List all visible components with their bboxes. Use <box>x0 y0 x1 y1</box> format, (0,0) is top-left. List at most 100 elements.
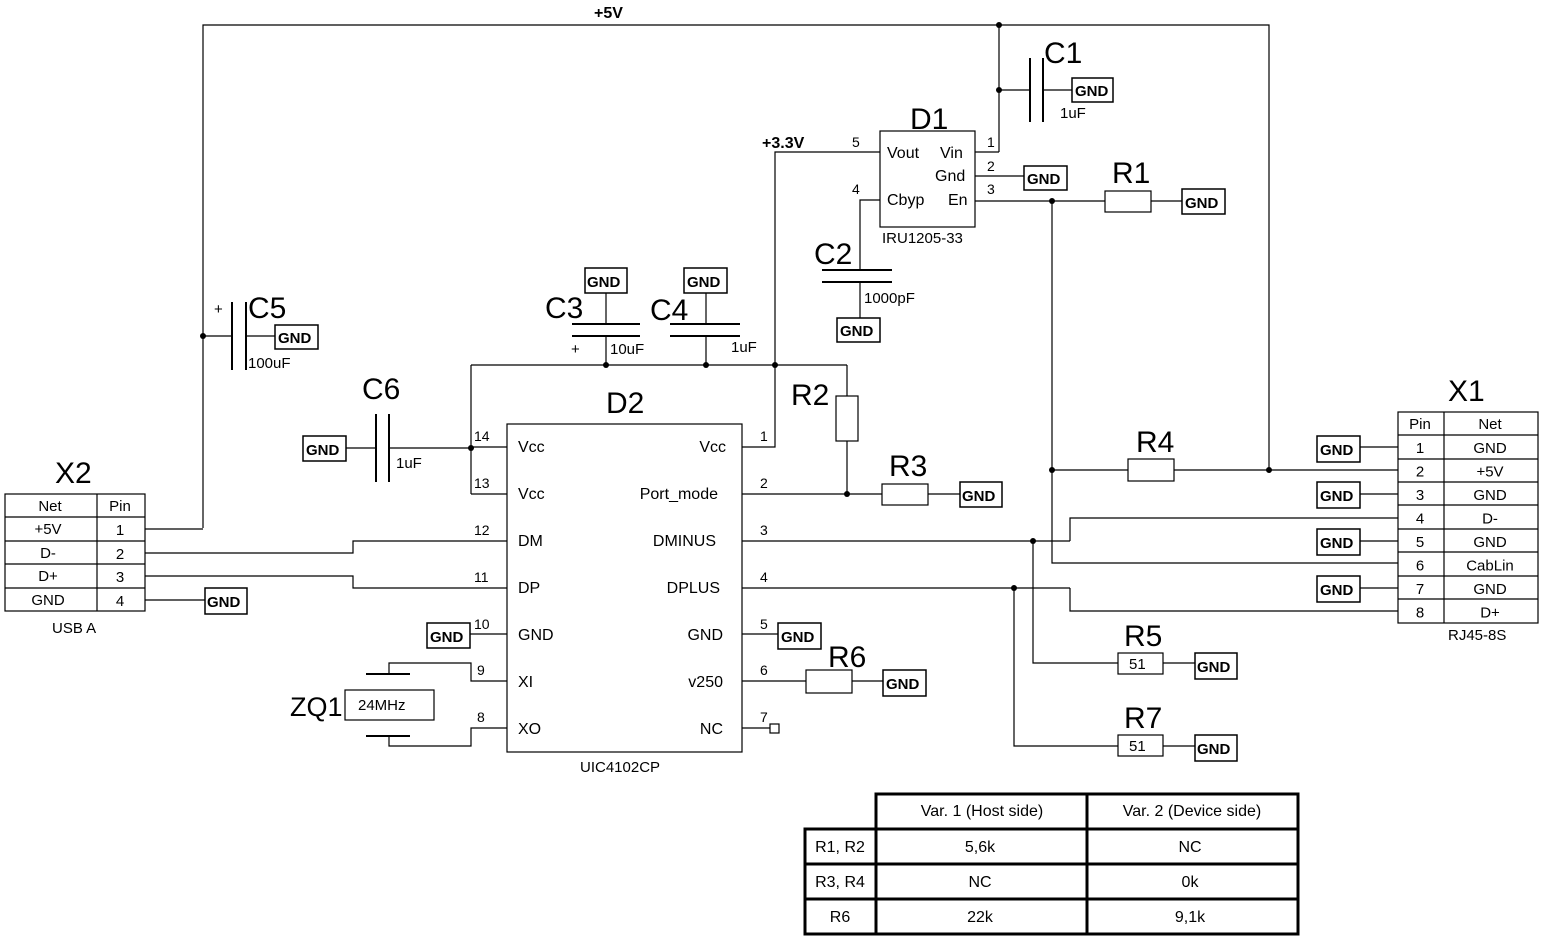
d2-pin7-name: NC <box>700 721 723 738</box>
d2-pin11-num: 11 <box>474 569 489 585</box>
svg-text:GND: GND <box>962 488 996 505</box>
svg-text:GND: GND <box>1027 171 1061 188</box>
x1-row-pin: 6 <box>1416 558 1424 575</box>
gnd-r7: GND <box>1194 734 1238 762</box>
d2-pin10-name: GND <box>518 627 554 644</box>
x1-row-net: GND <box>1473 487 1507 504</box>
d1-pin-en: En <box>948 192 968 209</box>
gnd-c6: GND <box>302 435 347 462</box>
c3-value: 10uF <box>610 341 644 358</box>
x2-header-pin: Pin <box>109 498 131 515</box>
x2-part: USB A <box>52 620 96 637</box>
svg-text:GND: GND <box>207 594 241 611</box>
svg-text:GND: GND <box>687 274 721 291</box>
svg-text:GND: GND <box>1320 488 1354 505</box>
d1-pin3-num: 3 <box>987 181 995 197</box>
variant-row-var2: 9,1k <box>1175 909 1206 926</box>
x1-row-net: GND <box>1473 534 1507 551</box>
svg-text:GND: GND <box>587 274 621 291</box>
d1-ref: D1 <box>910 103 948 136</box>
c6-value: 1uF <box>396 455 422 472</box>
capacitor-c1: C1 1uF <box>1029 37 1086 122</box>
d2-pin11-name: DP <box>518 580 540 597</box>
d2-pin4-name: DPLUS <box>667 580 720 597</box>
svg-text:GND: GND <box>1075 83 1109 100</box>
d2-pin1-name: Vcc <box>699 439 726 456</box>
d2-pin6-name: v250 <box>688 674 723 691</box>
gnd-x1-pin7: GND <box>1316 575 1361 603</box>
d2-pin7-num: 7 <box>760 709 768 725</box>
gnd-r1: GND <box>1181 188 1226 215</box>
variant-header-1: Var. 1 (Host side) <box>921 803 1043 820</box>
d1-pin1-num: 1 <box>987 134 995 150</box>
svg-text:GND: GND <box>278 330 312 347</box>
nc-terminal <box>769 723 780 734</box>
x2-row2-pin: 2 <box>116 546 124 563</box>
variant-row-var1: NC <box>968 874 991 891</box>
wires <box>145 24 1398 747</box>
d2-pin4-num: 4 <box>760 569 768 585</box>
d2-pin12-name: DM <box>518 533 543 550</box>
x1-header-net: Net <box>1478 416 1502 433</box>
x1-row-net: CabLin <box>1466 558 1514 575</box>
junctions <box>200 22 1272 591</box>
d2-pin8-name: XO <box>518 721 541 738</box>
gnd-c3: GND <box>584 267 628 294</box>
x1-row-pin: 2 <box>1416 464 1424 481</box>
c5-ref: C5 <box>248 292 286 325</box>
svg-text:GND: GND <box>886 676 920 693</box>
c2-ref: C2 <box>814 238 852 271</box>
svg-text:GND: GND <box>1320 442 1354 459</box>
gnd-r6: GND <box>882 669 927 697</box>
gnd-x2: GND <box>204 587 248 615</box>
r4-ref: R4 <box>1136 426 1174 459</box>
d2-pin13-num: 13 <box>474 475 490 491</box>
svg-text:GND: GND <box>1320 582 1354 599</box>
c6-ref: C6 <box>362 373 400 406</box>
c3-polarity: + <box>571 341 580 358</box>
x2-row3-pin: 3 <box>116 569 124 586</box>
crystal-zq1: 24MHz ZQ1 <box>290 689 435 722</box>
d2-pin14-num: 14 <box>474 428 490 444</box>
x1-row-net: D+ <box>1480 605 1500 622</box>
d1-pin4-num: 4 <box>852 181 860 197</box>
gnd-x1-pin1: GND <box>1316 435 1361 463</box>
c3-ref: C3 <box>545 292 583 325</box>
x2-row1-net: +5V <box>34 521 61 538</box>
d2-pin3-name: DMINUS <box>653 533 716 550</box>
d1-pin2-num: 2 <box>987 158 995 174</box>
gnd-r3: GND <box>959 481 1003 508</box>
r6-ref: R6 <box>828 641 866 674</box>
regulator-d1: D1 IRU1205-33 Vout 5 Cbyp 4 Vin 1 Gnd 2 … <box>852 103 995 247</box>
c2-value: 1000pF <box>864 290 915 307</box>
svg-text:GND: GND <box>1197 741 1231 758</box>
c1-ref: C1 <box>1044 37 1082 70</box>
r1-ref: R1 <box>1112 157 1150 190</box>
net-label-5v: +5V <box>594 5 623 22</box>
d1-pin-vout: Vout <box>887 145 920 162</box>
x1-row-net: GND <box>1473 581 1507 598</box>
r7-value: 51 <box>1129 738 1146 755</box>
x2-row3-net: D+ <box>38 568 58 585</box>
d2-ref: D2 <box>606 387 644 420</box>
x2-row4-net: GND <box>31 592 65 609</box>
gnd-c5: GND <box>274 324 319 350</box>
d1-part: IRU1205-33 <box>882 230 963 247</box>
x1-row-net: +5V <box>1476 464 1503 481</box>
gnd-d2-pin10: GND <box>426 622 471 649</box>
x1-row-net: D- <box>1482 511 1498 528</box>
gnd-x1-pin3: GND <box>1316 481 1361 509</box>
gnd-c1: GND <box>1071 77 1114 103</box>
r5-value: 51 <box>1129 656 1146 673</box>
net-label-3v3: +3.3V <box>762 135 805 152</box>
c4-ref: C4 <box>650 294 688 327</box>
d1-pin-cbyp: Cbyp <box>887 192 924 209</box>
resistor-r7: R7 51 <box>1117 702 1164 757</box>
resistor-r1: R1 <box>1104 157 1152 213</box>
d2-pin12-num: 12 <box>474 522 490 538</box>
capacitor-c4: C4 1uF <box>650 294 757 356</box>
d1-pin-gnd: Gnd <box>935 168 965 185</box>
resistor-r4: R4 <box>1127 426 1175 482</box>
gnd-symbols: GND GND GND GND GND GND GND GND GND GND … <box>204 77 1361 762</box>
